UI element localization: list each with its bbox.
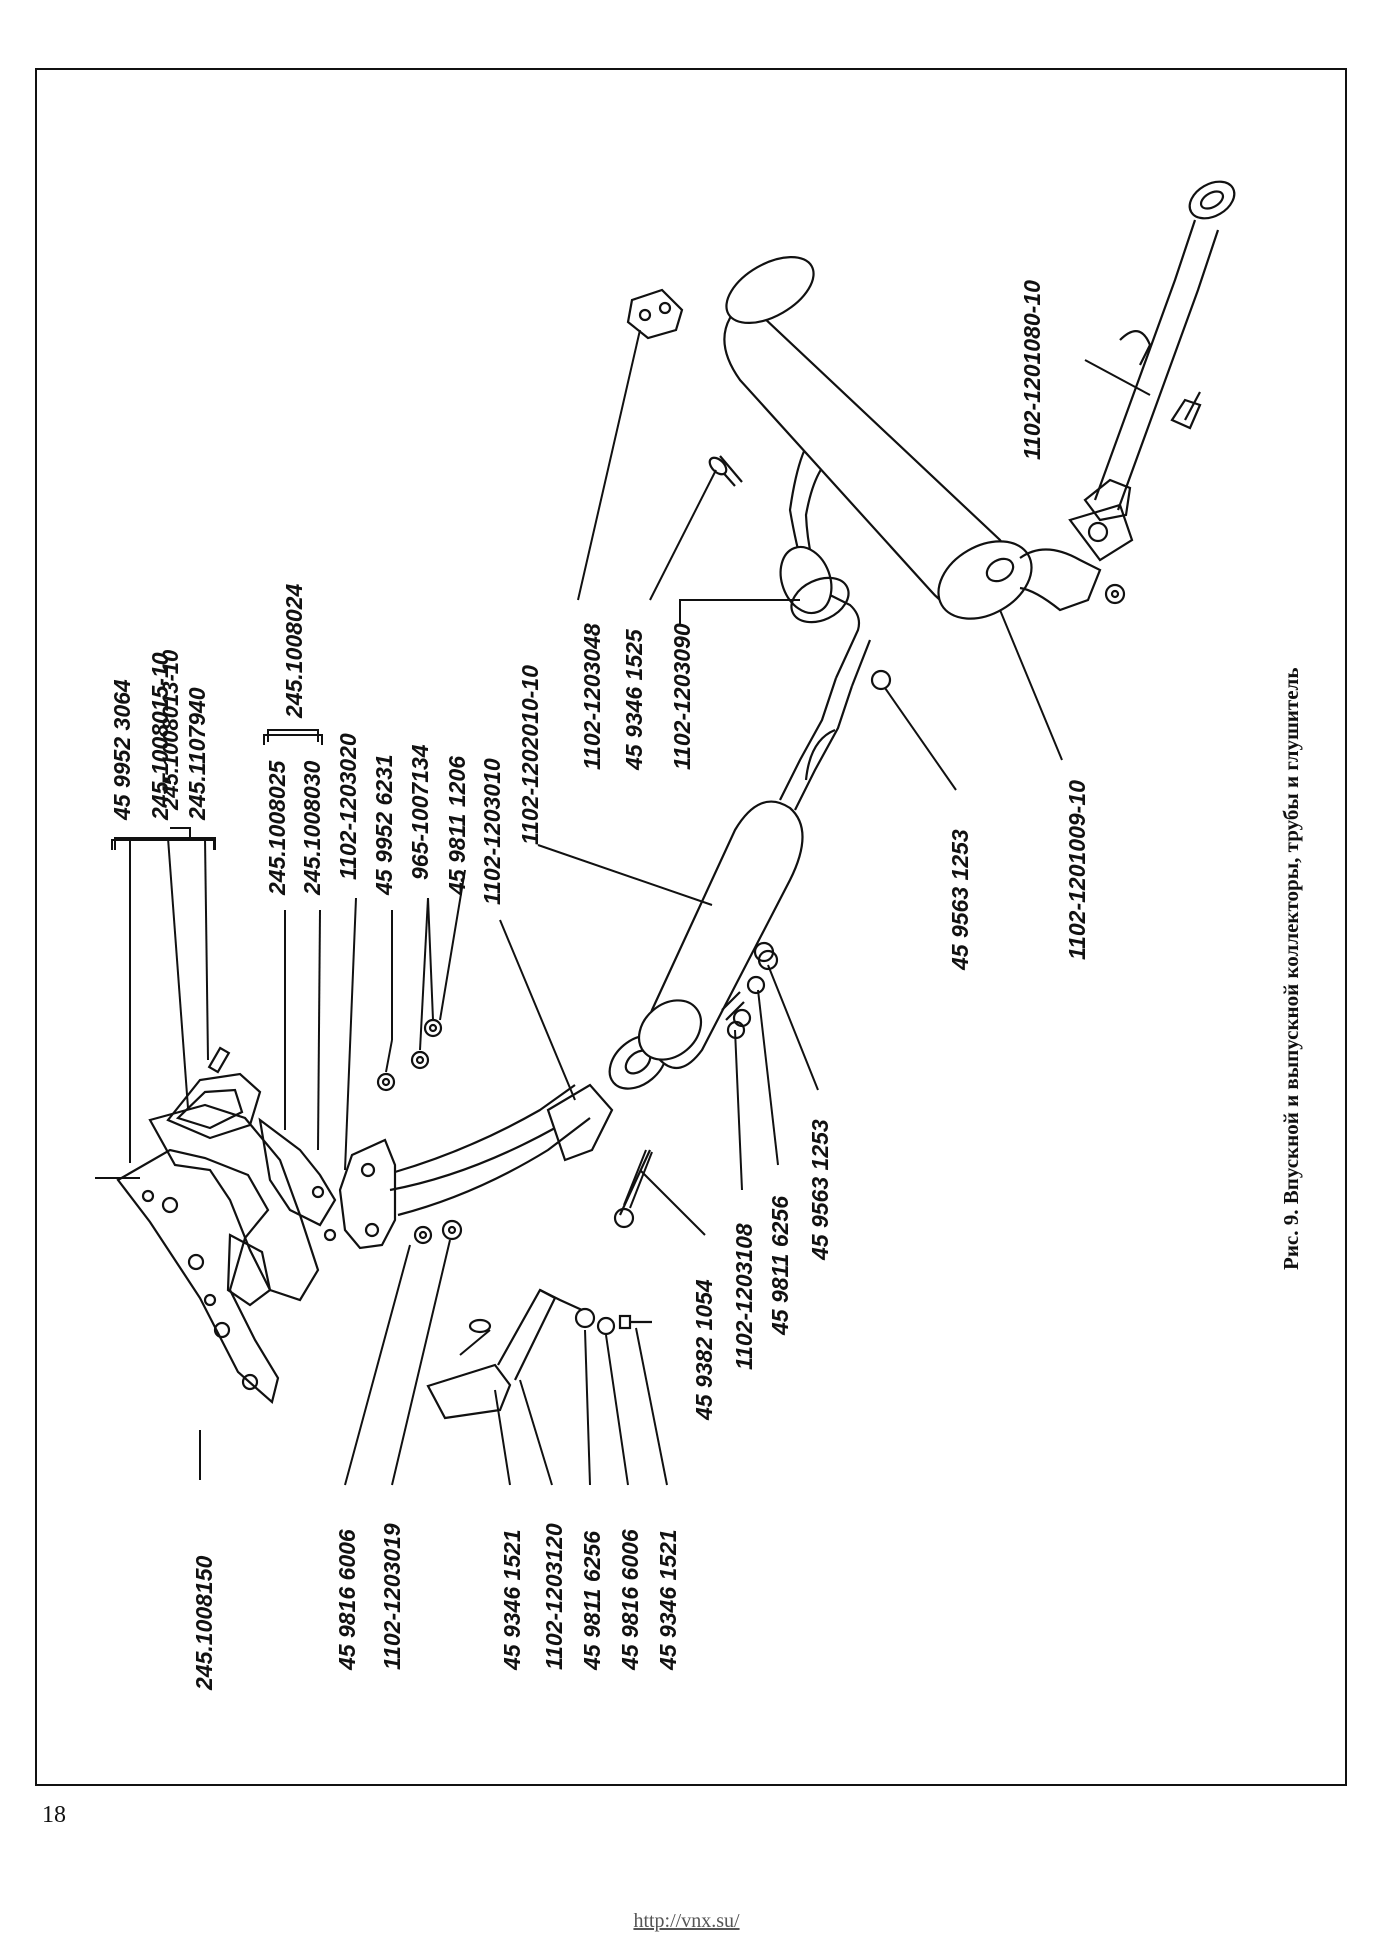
label-245-1008030: 245.1008030 [299, 760, 325, 896]
front-exhaust-pipe [389, 1034, 668, 1229]
label-45-9811-1206: 45 9811 1206 [444, 756, 470, 896]
footer-url-link[interactable]: http://vnx.su/ [633, 1910, 740, 1932]
label-45-9346-1521-bottom: 45 9346 1521 [655, 1529, 681, 1671]
part-number-labels: 45 9952 3064 245.1008015-10 245.1107940 … [109, 280, 1090, 1691]
label-1102-1203020: 1102-1203020 [335, 733, 361, 880]
intake-exhaust-manifold-assembly [95, 1018, 463, 1405]
label-245-1008025: 245.1008025 [264, 759, 290, 896]
diagram-frame [35, 68, 1347, 1786]
label-45-9346-1521-left: 45 9346 1521 [499, 1529, 525, 1671]
label-45-9382-1054: 45 9382 1054 [691, 1279, 717, 1421]
label-245-1008015-10: 245.1008015-10 [147, 652, 173, 821]
additional-muffler [637, 677, 854, 1070]
hanger-bracket [426, 1288, 652, 1420]
label-45-9952-6231: 45 9952 6231 [371, 754, 397, 896]
label-1102-1203019: 1102-1203019 [379, 1523, 405, 1670]
group-brackets [111, 734, 323, 850]
label-1102-1201009-10: 1102-1201009-10 [1064, 780, 1090, 960]
page-number: 18 [42, 1802, 66, 1828]
label-45-9346-1525: 45 9346 1525 [621, 628, 647, 771]
leader-lines [114, 329, 1151, 1486]
rubber-cushion [626, 288, 684, 340]
tail-pipe [1083, 180, 1236, 522]
label-1102-1203108: 1102-1203108 [731, 1223, 757, 1370]
label-45-9563-1253-upper: 45 9563 1253 [947, 829, 973, 971]
label-245-1008024: 245.1008024 [281, 583, 307, 719]
bolt-and-nut-group [619, 941, 775, 1216]
label-45-9811-6256-mid: 45 9811 6256 [767, 1196, 793, 1336]
label-245-1008013-10-group: 245.1008013-10 [158, 649, 183, 811]
label-1102-1202010-10: 1102-1202010-10 [517, 665, 543, 845]
label-965-1007134: 965-1007134 [407, 744, 433, 880]
label-45-9811-6256-bottom: 45 9811 6256 [579, 1531, 605, 1671]
label-1102-1201080-10: 1102-1201080-10 [1019, 280, 1045, 460]
label-1102-1203090: 1102-1203090 [669, 623, 695, 770]
label-245-1008150: 245.1008150 [191, 1555, 217, 1691]
label-1102-1203120: 1102-1203120 [541, 1523, 567, 1670]
figure-caption: Рис. 9. Впускной и выпускной коллекторы,… [1279, 668, 1303, 1270]
label-45-9563-1253-lower: 45 9563 1253 [807, 1119, 833, 1261]
main-muffler [723, 255, 1134, 620]
label-45-9816-6006-left: 45 9816 6006 [334, 1529, 360, 1671]
label-45-9816-6006-bottom: 45 9816 6006 [617, 1529, 643, 1671]
label-1102-1203048: 1102-1203048 [579, 623, 605, 770]
label-245-1107940: 245.1107940 [184, 687, 210, 821]
intermediate-pipe [708, 429, 892, 691]
label-1102-1203010: 1102-1203010 [479, 758, 505, 905]
label-45-9952-3064: 45 9952 3064 [109, 679, 135, 821]
